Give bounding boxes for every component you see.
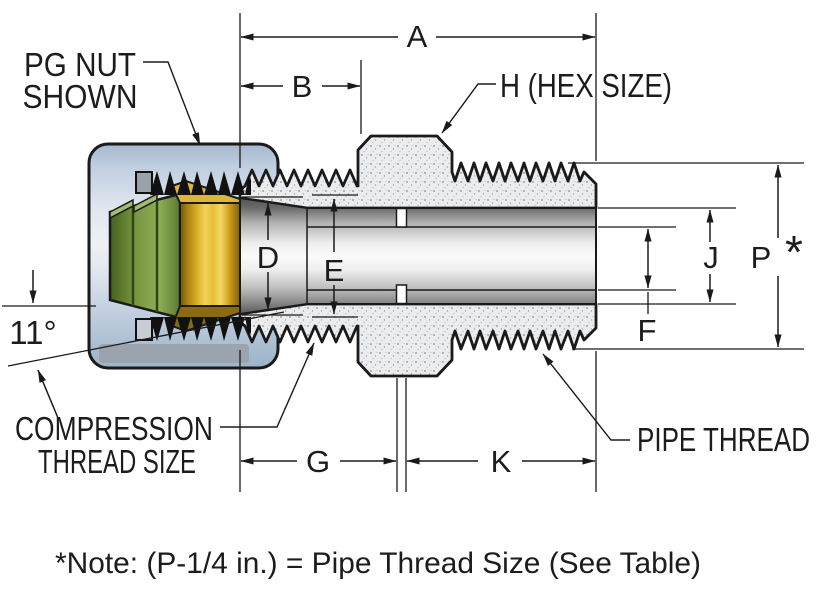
angle-annotation	[2, 270, 285, 419]
dimension-arrows	[240, 33, 782, 465]
fitting-body-lower-section	[238, 302, 598, 378]
compression-label-line1: COMPRESSION	[15, 410, 213, 447]
tube-joint-gap-top	[395, 207, 408, 228]
compression-label-line2: THREAD SIZE	[38, 443, 196, 480]
gland-gold-face	[179, 202, 241, 307]
pipe-thread-leader	[542, 353, 630, 441]
nut-thread-top	[150, 171, 251, 195]
tube-joint-gap-bottom	[395, 284, 408, 305]
callout-labels: PG NUT SHOWN H (HEX SIZE) COMPRESSION TH…	[9, 46, 810, 480]
pg-nut-leader	[143, 61, 201, 146]
pg-nut-label-line1: PG NUT	[24, 46, 136, 83]
compression-leader	[220, 342, 315, 428]
dim-e-label: E	[324, 253, 345, 288]
bore-cylinder	[239, 196, 597, 316]
footnote-text: *Note: (P-1/4 in.) = Pipe Thread Size (S…	[55, 547, 701, 580]
ferrule-green	[108, 192, 182, 320]
dim-p-asterisk: *	[785, 226, 803, 278]
thread-spacer-top	[135, 171, 153, 194]
hex-size-label: H (HEX SIZE)	[500, 67, 672, 104]
dimension-labels: A B D E F G J K P *	[257, 19, 803, 479]
pg-nut-label-line2: SHOWN	[23, 78, 138, 115]
dim-a-label: A	[407, 19, 428, 54]
dim-g-label: G	[306, 444, 330, 479]
dim-d-label: D	[257, 240, 279, 275]
pipe-thread-label: PIPE THREAD	[637, 421, 810, 458]
thread-spacer-bottom	[135, 318, 153, 341]
tube-inner-lines	[306, 208, 596, 304]
fitting-body-upper-section	[238, 134, 598, 210]
dim-f-label: F	[638, 313, 657, 348]
nut-bore-shadow	[99, 344, 249, 363]
gland-gold	[170, 179, 241, 333]
callout-leaders	[143, 61, 630, 441]
dim-b-label: B	[292, 69, 313, 104]
dim-j-label: J	[703, 240, 719, 275]
dim-k-label: K	[491, 444, 512, 479]
dim-p-label: P	[751, 240, 772, 275]
cone-angle-label: 11°	[9, 314, 56, 351]
hex-leader	[441, 83, 496, 134]
